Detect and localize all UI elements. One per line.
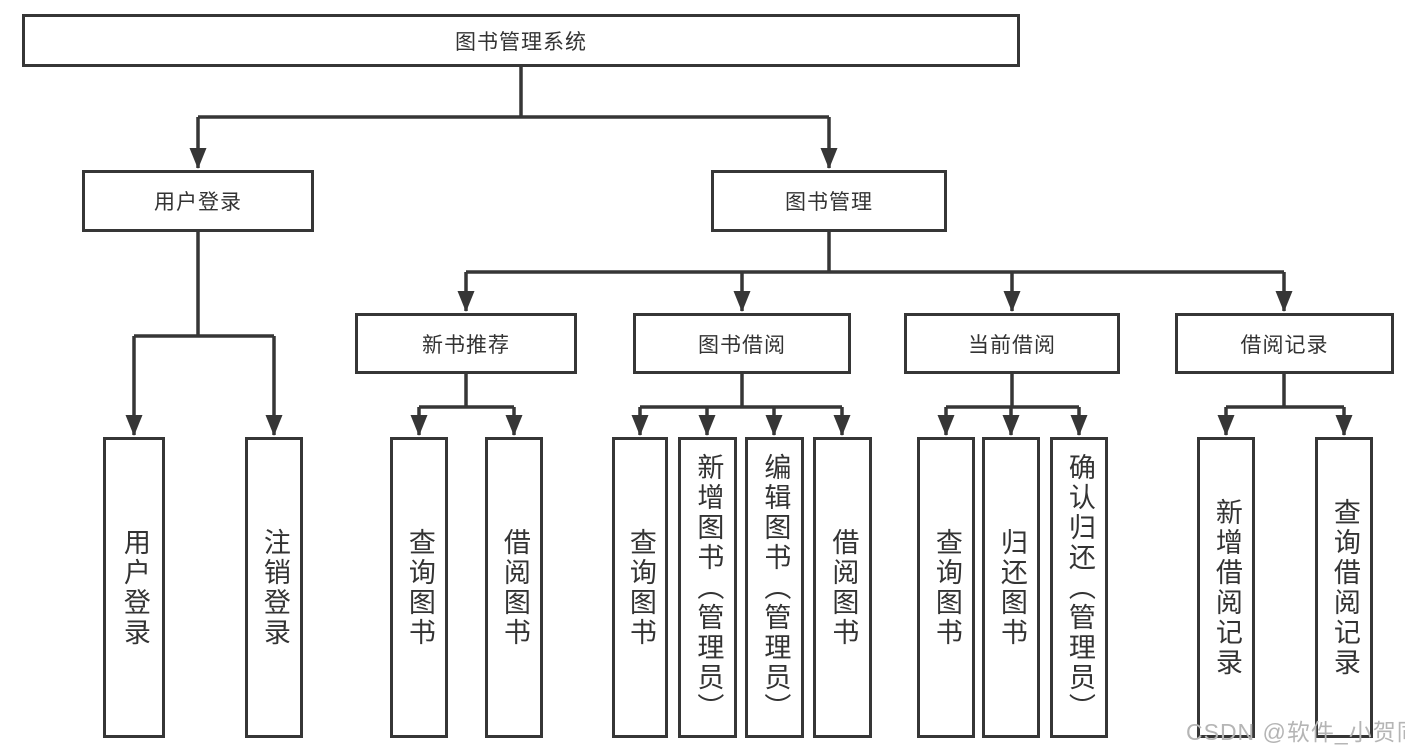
node-current-borrowing: 当前借阅: [904, 313, 1120, 374]
leaf-logout-label: 注销登录: [259, 527, 290, 648]
leaf-borrow-books-1-label: 借阅图书: [499, 527, 530, 648]
leaf-query-books-2: 查询图书: [612, 437, 668, 738]
node-book-management: 图书管理: [711, 170, 947, 232]
leaf-query-borrow-record-label: 查询借阅记录: [1329, 497, 1360, 678]
leaf-confirm-return-admin: 确认归还（管理员）: [1050, 437, 1108, 738]
csdn-watermark: CSDN @软件_小贺同学: [1186, 719, 1405, 745]
leaf-user-login: 用户登录: [103, 437, 165, 738]
leaf-query-books-3-label: 查询图书: [931, 527, 962, 648]
connector-new-book-to-leaves: [410, 374, 523, 436]
leaf-return-books-label: 归还图书: [996, 527, 1027, 648]
leaf-borrow-books-2-label: 借阅图书: [828, 527, 859, 648]
leaf-return-books: 归还图书: [982, 437, 1040, 738]
leaf-query-books-1-label: 查询图书: [404, 527, 435, 648]
connector-current-borrow-to-leaves: [937, 374, 1088, 436]
node-current-borrowing-label: 当前借阅: [968, 333, 1056, 357]
leaf-add-borrow-record-label: 新增借阅记录: [1211, 497, 1242, 678]
connector-book-borrow-to-leaves: [631, 374, 851, 436]
leaf-query-books-1: 查询图书: [390, 437, 448, 738]
leaf-add-books-admin: 新增图书（管理员）: [678, 437, 737, 738]
node-borrowing-records: 借阅记录: [1175, 313, 1394, 374]
leaf-add-borrow-record: 新增借阅记录: [1197, 437, 1255, 738]
node-book-borrowing-label: 图书借阅: [698, 333, 786, 357]
leaf-edit-books-admin-label: 编辑图书（管理员）: [760, 452, 791, 723]
leaf-edit-books-admin: 编辑图书（管理员）: [745, 437, 804, 738]
connector-borrow-records-to-leaves: [1217, 374, 1353, 436]
connector-root-to-level2: [189, 67, 838, 169]
leaf-logout: 注销登录: [245, 437, 303, 738]
leaf-borrow-books-1: 借阅图书: [485, 437, 543, 738]
node-borrowing-records-label: 借阅记录: [1240, 333, 1329, 357]
node-new-book-recommend-label: 新书推荐: [422, 333, 510, 357]
node-root-system: 图书管理系统: [22, 14, 1020, 67]
node-book-management-label: 图书管理: [785, 191, 873, 214]
node-root-label: 图书管理系统: [455, 30, 587, 54]
leaf-confirm-return-admin-label: 确认归还（管理员）: [1064, 452, 1095, 723]
leaf-query-books-2-label: 查询图书: [625, 527, 656, 648]
connector-book-mgmt-to-level3: [457, 232, 1293, 312]
leaf-user-login-label: 用户登录: [119, 527, 150, 648]
leaf-borrow-books-2: 借阅图书: [813, 437, 872, 738]
node-user-login-label: 用户登录: [154, 191, 242, 214]
leaf-query-borrow-record: 查询借阅记录: [1315, 437, 1373, 738]
connector-user-login-to-leaves: [125, 232, 283, 436]
node-book-borrowing: 图书借阅: [633, 313, 851, 374]
node-user-login: 用户登录: [82, 170, 314, 232]
node-new-book-recommend: 新书推荐: [355, 313, 577, 374]
leaf-query-books-3: 查询图书: [917, 437, 975, 738]
leaf-add-books-admin-label: 新增图书（管理员）: [693, 452, 724, 723]
